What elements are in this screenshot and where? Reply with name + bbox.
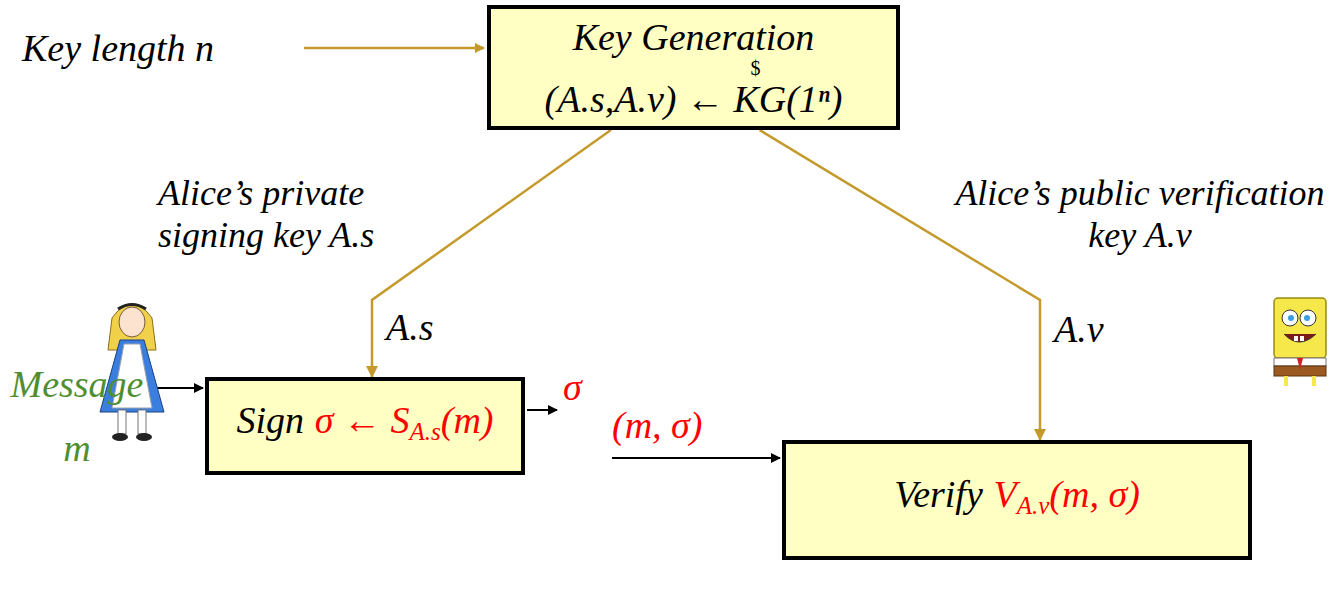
input-arrow <box>304 47 484 50</box>
formula-subscript: A.s <box>409 418 440 445</box>
formula-row: VerifyVA.v(m, σ) <box>894 472 1140 528</box>
message-signature-label: (m, σ) <box>612 404 703 446</box>
box-keyword: Verify <box>894 473 983 515</box>
formula-text: σ ← S <box>315 399 410 441</box>
process-box: VerifyVA.v(m, σ) <box>782 440 1252 560</box>
formula-text: (m) <box>441 399 494 441</box>
output-arrow <box>527 409 557 411</box>
formula-subscript: A.v <box>1017 492 1050 519</box>
formula-text: (A.s,A.v) ← KG(1ⁿ) <box>545 78 843 120</box>
key-label: A.s <box>386 306 434 348</box>
input-label: Key length n <box>22 27 214 69</box>
key-label: Alice’s private signing key A.s <box>158 172 410 256</box>
signature-label: σ <box>563 366 582 408</box>
input-label: Message m <box>4 352 150 480</box>
key-arrow <box>372 130 611 377</box>
formula-text: V <box>993 473 1016 515</box>
process-box: Key Generation$(A.s,A.v) ← KG(1ⁿ) <box>487 5 900 130</box>
box-content: Sign σ ← SA.s(m) <box>236 398 493 454</box>
key-label: Alice’s public verification key A.v <box>950 172 1330 256</box>
key-label: A.v <box>1054 308 1104 350</box>
box-content: Key Generation$(A.s,A.v) ← KG(1ⁿ) <box>545 16 843 120</box>
formula-row: Sign σ ← SA.s(m) <box>236 398 493 454</box>
random-symbol: $ <box>750 58 760 78</box>
box-title: Key Generation <box>573 16 815 58</box>
process-box: Sign σ ← SA.s(m) <box>205 377 525 475</box>
formula-text: (m, σ) <box>1049 473 1140 515</box>
box-content: VerifyVA.v(m, σ) <box>894 472 1140 528</box>
box-keyword: Sign <box>236 399 304 441</box>
input-arrow <box>612 457 780 459</box>
spongebob-figure <box>1274 298 1326 386</box>
